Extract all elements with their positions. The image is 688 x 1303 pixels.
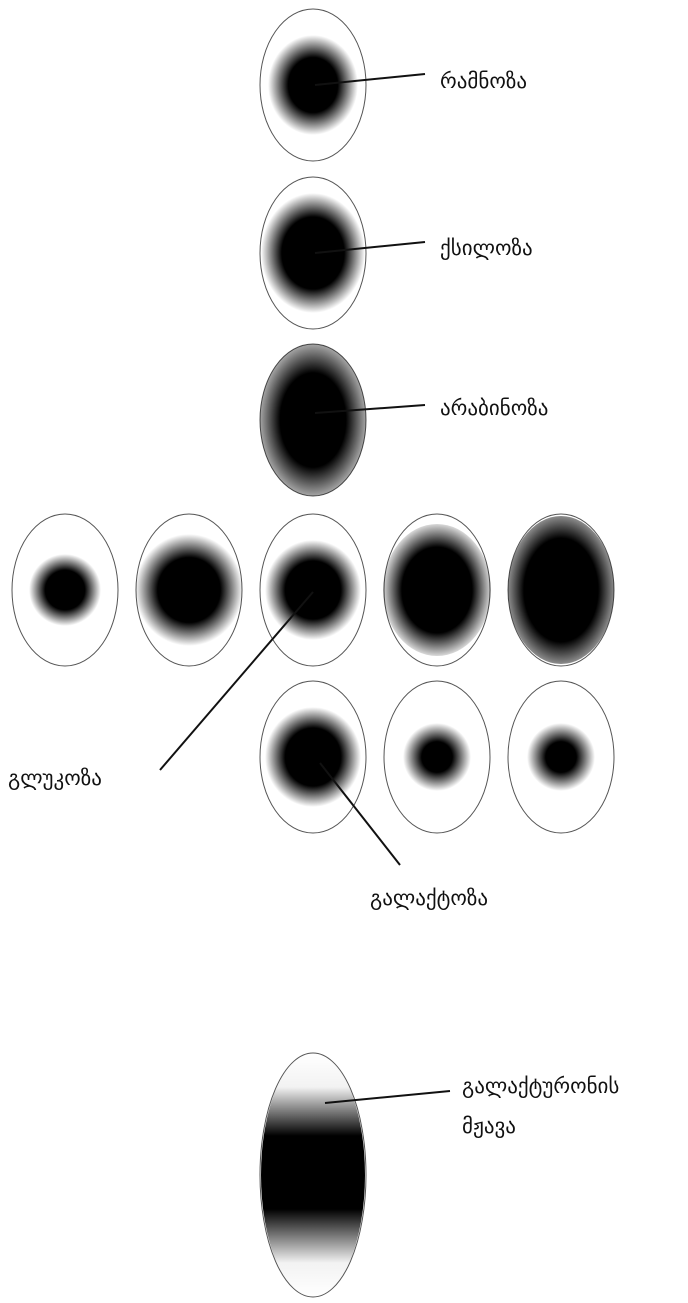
- leader-arabinose: [314, 404, 426, 414]
- spot-row-2: [135, 513, 243, 667]
- label-arabinose: არაბინოზა: [440, 396, 548, 420]
- label-ramnose: რამნოზა: [440, 69, 527, 93]
- label-xylose: ქსილოზა: [440, 236, 533, 260]
- spot-arabinose: [259, 343, 367, 497]
- spot-galactose: [259, 680, 367, 834]
- spot-row-5: [507, 513, 615, 667]
- label-galacturonic-line1: გალაქტურონის: [462, 1074, 619, 1098]
- label-glucose: გლუკოზა: [8, 766, 102, 790]
- spot-ramnose: [259, 8, 367, 162]
- label-galacturonic-line2: მჟავა: [462, 1114, 516, 1138]
- label-galactose: გალაქტოზა: [370, 886, 488, 910]
- leader-galacturonic: [324, 1090, 451, 1104]
- spot-row-1: [11, 513, 119, 667]
- spot-row-4: [383, 513, 491, 667]
- spot-lower-2: [383, 680, 491, 834]
- leader-xylose: [314, 241, 426, 254]
- leader-ramnose: [314, 73, 426, 86]
- spot-lower-3: [507, 680, 615, 834]
- spot-glucose: [259, 513, 367, 667]
- leader-glucose: [159, 591, 314, 771]
- spot-galacturonic-acid: [259, 1052, 367, 1298]
- leader-galactose: [319, 762, 401, 866]
- spot-xylose: [259, 176, 367, 330]
